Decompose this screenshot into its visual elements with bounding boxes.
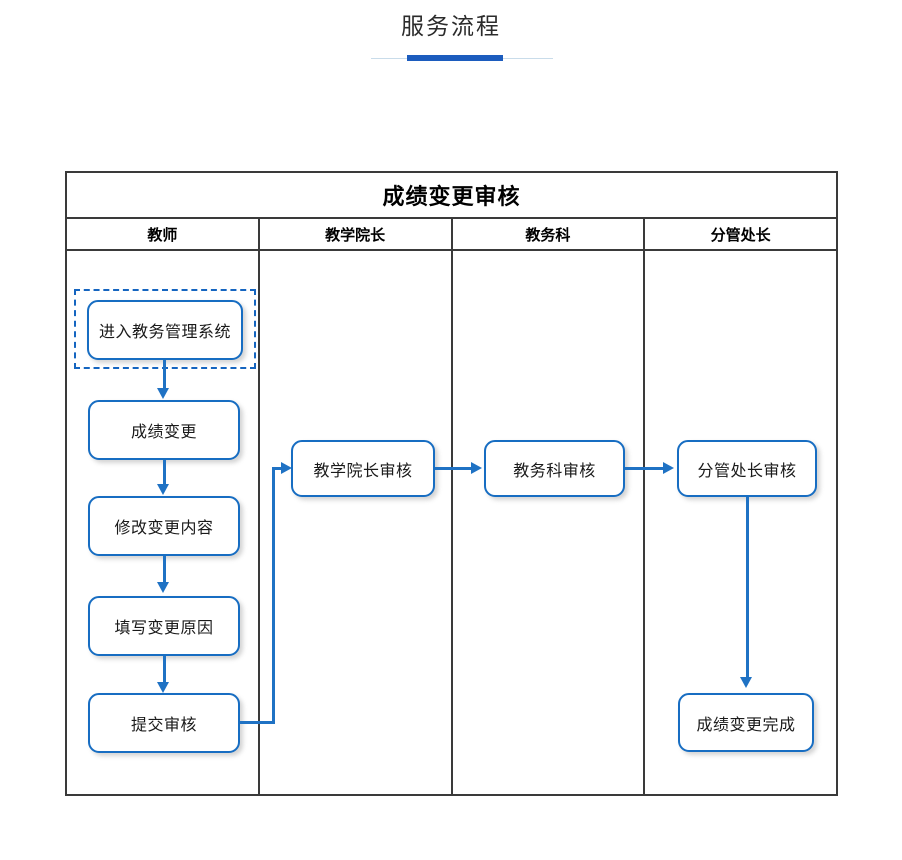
- node-affairs-review[interactable]: 教务科审核: [484, 440, 625, 497]
- lane-header-label: 教学院长: [325, 225, 386, 244]
- page-title: 服务流程: [401, 14, 501, 40]
- node-grade-change[interactable]: 成绩变更: [88, 400, 240, 460]
- connector-edit-change-to-fill-reason: [163, 556, 166, 584]
- lane-header-label: 教务科: [525, 225, 571, 244]
- node-director-review[interactable]: 分管处长审核: [677, 440, 817, 497]
- arrowhead-right-to-dean-review: [281, 462, 292, 474]
- node-fill-reason[interactable]: 填写变更原因: [88, 596, 240, 656]
- node-label: 成绩变更: [130, 422, 197, 441]
- arrowhead-down-to-change-complete: [740, 677, 752, 688]
- arrowhead-right-to-affairs-review: [471, 462, 482, 474]
- swimlane-table: 成绩变更审核 教师 教学院长 教务科 分管处长: [65, 171, 838, 796]
- connector-enter-system-to-grade-change: [163, 360, 166, 390]
- lane-header-director: 分管处长: [645, 219, 836, 249]
- node-label: 提交审核: [130, 715, 197, 734]
- node-submit-review[interactable]: 提交审核: [88, 693, 240, 753]
- lane-header-row: 教师 教学院长 教务科 分管处长: [67, 219, 836, 251]
- node-label: 分管处长审核: [697, 460, 797, 480]
- arrowhead-down-to-fill-reason: [157, 582, 169, 593]
- lane-body: [67, 251, 836, 794]
- lane-column-academic-affairs: [453, 251, 646, 794]
- lane-column-dean: [260, 251, 453, 794]
- connector-submit-to-dean-segment-right: [240, 721, 274, 724]
- node-enter-system[interactable]: 进入教务管理系统: [87, 300, 243, 360]
- lane-header-label: 分管处长: [710, 225, 771, 244]
- node-dean-review[interactable]: 教学院长审核: [291, 440, 435, 497]
- node-label: 填写变更原因: [114, 618, 214, 637]
- flowchart-title: 成绩变更审核: [382, 185, 521, 210]
- arrowhead-down-to-edit-change: [157, 484, 169, 495]
- node-edit-change[interactable]: 修改变更内容: [88, 496, 240, 556]
- lane-header-teacher: 教师: [67, 219, 260, 249]
- connector-grade-change-to-edit-change: [163, 460, 166, 486]
- connector-dean-to-affairs: [435, 467, 473, 470]
- connector-fill-reason-to-submit-review: [163, 656, 166, 684]
- lane-header-label: 教师: [147, 225, 178, 244]
- node-label: 进入教务管理系统: [98, 322, 231, 341]
- lane-header-dean: 教学院长: [260, 219, 453, 249]
- node-label: 修改变更内容: [114, 518, 214, 537]
- arrowhead-down-to-submit-review: [157, 682, 169, 693]
- lane-column-teacher: [67, 251, 260, 794]
- connector-affairs-to-director: [625, 467, 665, 470]
- flowchart-title-row: 成绩变更审核: [67, 173, 836, 219]
- arrowhead-down-to-grade-change: [157, 388, 169, 399]
- connector-submit-to-dean-segment-in: [272, 467, 284, 470]
- lane-header-academic-affairs: 教务科: [453, 219, 646, 249]
- node-label: 教务科审核: [513, 460, 596, 480]
- node-change-complete[interactable]: 成绩变更完成: [678, 693, 814, 752]
- connector-director-to-complete: [746, 497, 749, 679]
- connector-submit-to-dean-segment-up: [272, 468, 275, 724]
- node-label: 成绩变更完成: [696, 714, 796, 734]
- arrowhead-right-to-director-review: [663, 462, 674, 474]
- title-underline-accent: [407, 55, 503, 61]
- page-heading: 服务流程: [0, 12, 902, 42]
- node-label: 教学院长审核: [313, 460, 413, 480]
